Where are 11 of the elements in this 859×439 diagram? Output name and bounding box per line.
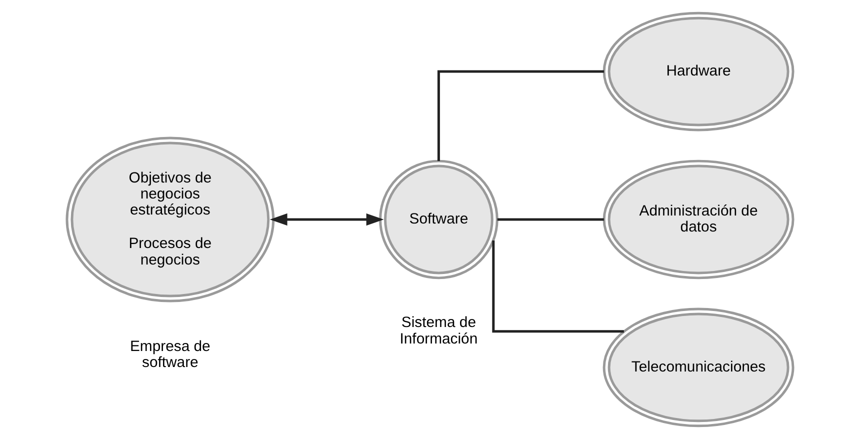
node-ellipse: Administración de datos: [602, 160, 794, 280]
connector: [492, 240, 624, 333]
connector: [436, 70, 604, 162]
connector: [496, 218, 604, 221]
label: Empresa de software: [129, 338, 210, 371]
arrow: [269, 213, 384, 226]
label: Sistema de Información: [399, 315, 478, 348]
node-ellipse: Objetivos de negocios estratégicos Procesos de negocios: [65, 136, 274, 302]
node-circle: Software: [378, 160, 498, 280]
node-ellipse: Hardware: [602, 12, 794, 132]
node-ellipse: Telecomunicaciones: [602, 308, 794, 428]
